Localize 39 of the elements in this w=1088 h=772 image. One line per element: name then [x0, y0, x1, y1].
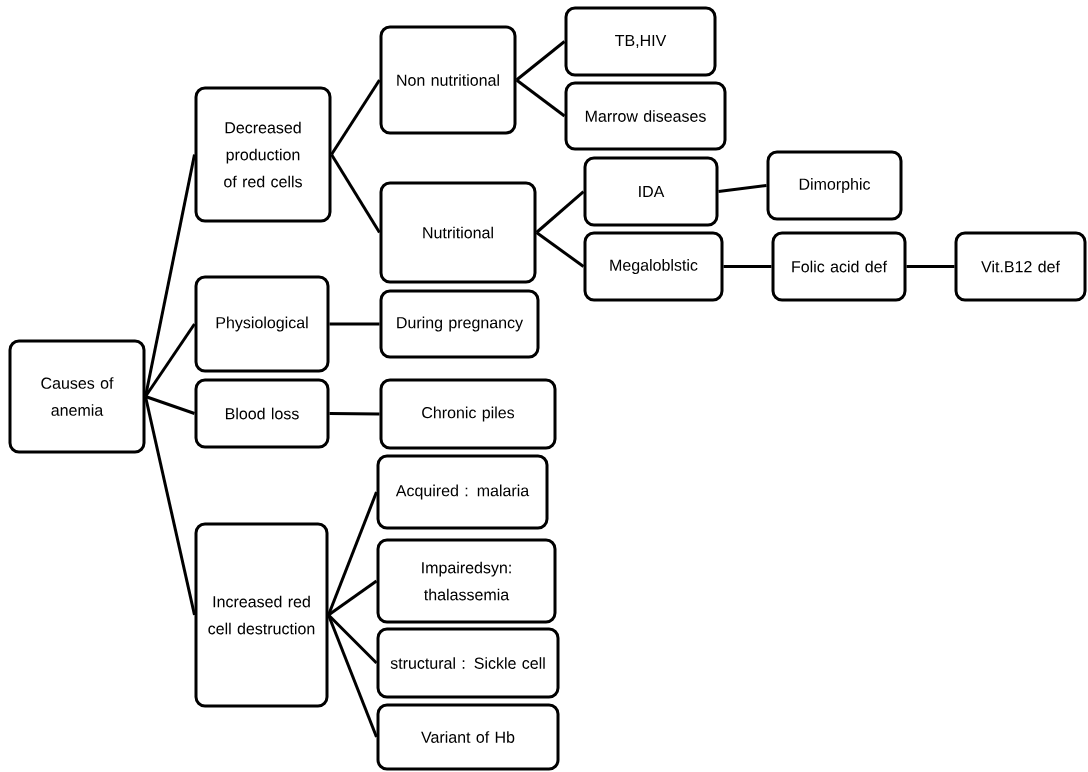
process-box: Causes of anemia: [8, 339, 146, 454]
process-box: Vit.B12 def: [954, 231, 1087, 302]
connector-line: [327, 613, 378, 665]
process-box: Physiological: [194, 275, 330, 373]
connector-line: [144, 323, 196, 398]
connector-line: [515, 78, 566, 118]
process-box: IDA: [583, 156, 719, 227]
connector-line: [330, 153, 381, 234]
process-box: Impairedsyn: thalassemia: [376, 538, 557, 624]
process-box: Acquired : malaria: [376, 454, 549, 530]
connector-line: [329, 412, 380, 416]
process-box: Folic acid def: [771, 231, 907, 302]
connector-line: [144, 154, 196, 397]
connector-line: [329, 322, 380, 326]
process-box: Blood loss: [194, 378, 330, 449]
connector-line: [327, 614, 378, 738]
connector-line: [718, 184, 767, 193]
connector-line: [145, 395, 195, 415]
connector-line: [535, 190, 585, 234]
connector-line: [906, 265, 955, 268]
process-box: Chronic piles: [379, 378, 557, 450]
connector-line: [723, 265, 772, 268]
process-box: Decreased production of red cells: [194, 86, 332, 223]
process-box: TB,HIV: [564, 6, 717, 77]
process-box: Non nutritional: [379, 25, 517, 135]
connector-line: [327, 491, 378, 616]
connector-line: [144, 396, 196, 616]
process-box: Increased red cell destruction: [194, 522, 329, 708]
process-box: Dimorphic: [766, 150, 903, 221]
process-box: Megaloblstic: [583, 231, 724, 302]
process-box: Marrow diseases: [564, 81, 727, 151]
process-box: During pregnancy: [379, 289, 540, 359]
process-box: Nutritional: [379, 181, 537, 284]
connector-line: [327, 579, 378, 617]
process-box: structural : Sickle cell: [376, 627, 560, 699]
connector-line: [515, 40, 566, 82]
connector-line: [535, 231, 585, 268]
connector-line: [330, 79, 381, 156]
process-box: Variant of Hb: [376, 703, 560, 771]
